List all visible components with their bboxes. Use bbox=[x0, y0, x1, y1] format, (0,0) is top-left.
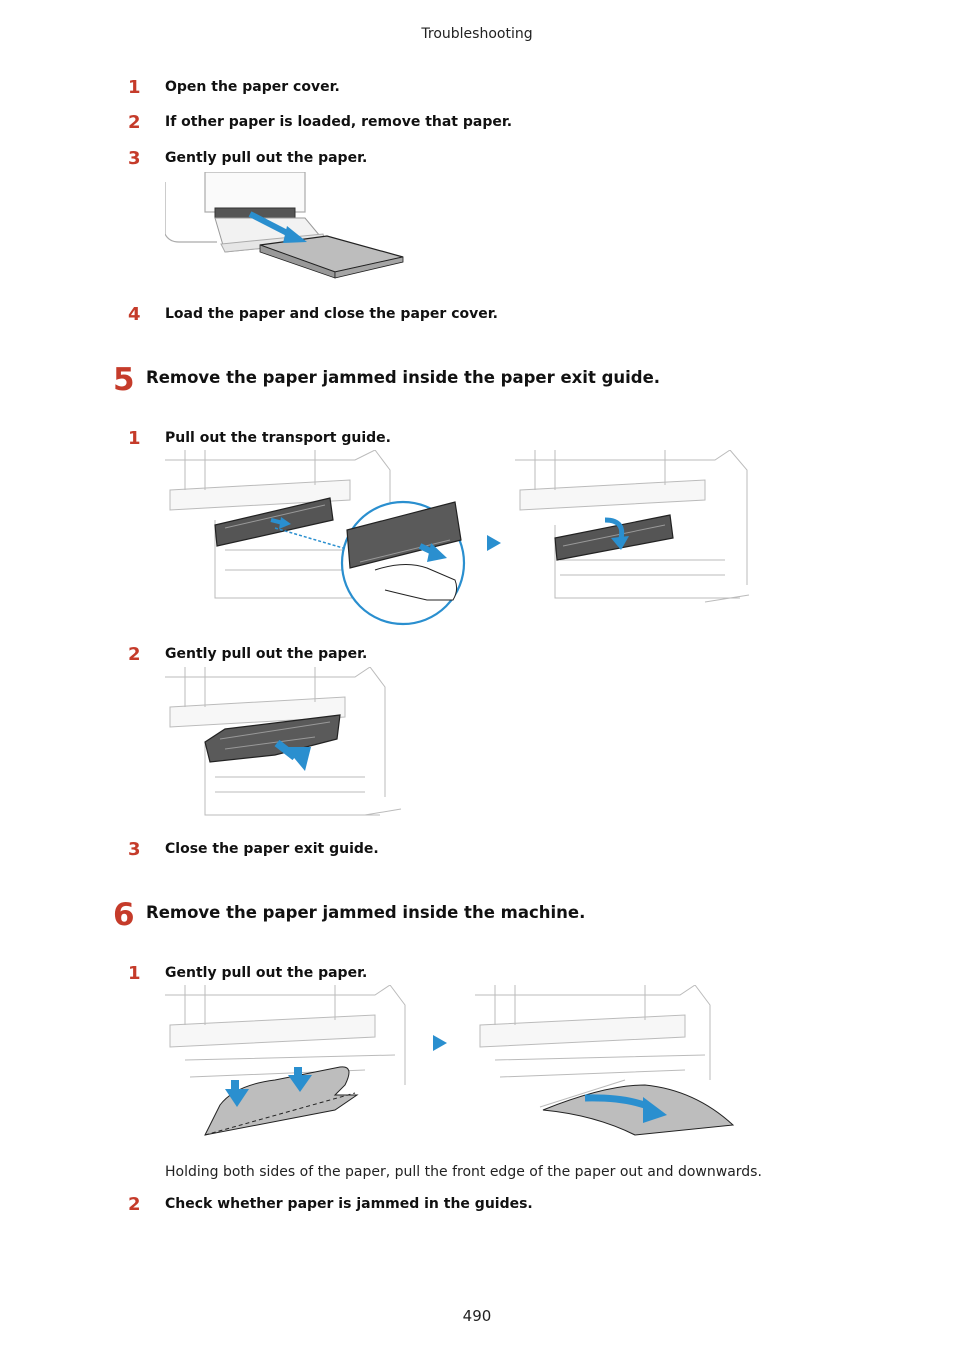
substep-text: Pull out the transport guide. bbox=[165, 430, 391, 446]
step-title: Remove the paper jammed inside the machi… bbox=[146, 903, 586, 922]
substep-number: 3 bbox=[128, 839, 141, 860]
substep-text: Load the paper and close the paper cover… bbox=[165, 306, 498, 322]
step-title: Remove the paper jammed inside the paper… bbox=[146, 368, 661, 387]
figure-pull-paper-exit-guide bbox=[165, 667, 405, 822]
substep-text: Check whether paper is jammed in the gui… bbox=[165, 1196, 533, 1212]
substep-text: Open the paper cover. bbox=[165, 79, 340, 95]
substep-number: 2 bbox=[128, 1194, 141, 1215]
substep-text: Gently pull out the paper. bbox=[165, 965, 368, 981]
step-number: 5 bbox=[113, 362, 135, 398]
substep-number: 4 bbox=[128, 304, 141, 325]
substep-number: 1 bbox=[128, 428, 141, 449]
instruction-note: Holding both sides of the paper, pull th… bbox=[165, 1164, 762, 1180]
substep-number: 3 bbox=[128, 148, 141, 169]
substep-text: Gently pull out the paper. bbox=[165, 150, 368, 166]
substep-text: If other paper is loaded, remove that pa… bbox=[165, 114, 513, 130]
step-number: 6 bbox=[113, 897, 135, 933]
figure-pull-paper-from-cover bbox=[165, 172, 410, 290]
figure-pull-paper-inside-machine bbox=[165, 985, 740, 1140]
figure-pull-transport-guide bbox=[165, 450, 755, 630]
substep-text: Close the paper exit guide. bbox=[165, 841, 379, 857]
substep-number: 2 bbox=[128, 644, 141, 665]
substep-number: 1 bbox=[128, 963, 141, 984]
substep-text: Gently pull out the paper. bbox=[165, 646, 368, 662]
substep-number: 1 bbox=[128, 77, 141, 98]
page-number: 490 bbox=[462, 1307, 492, 1325]
page-header: Troubleshooting bbox=[421, 26, 533, 42]
substep-number: 2 bbox=[128, 112, 141, 133]
